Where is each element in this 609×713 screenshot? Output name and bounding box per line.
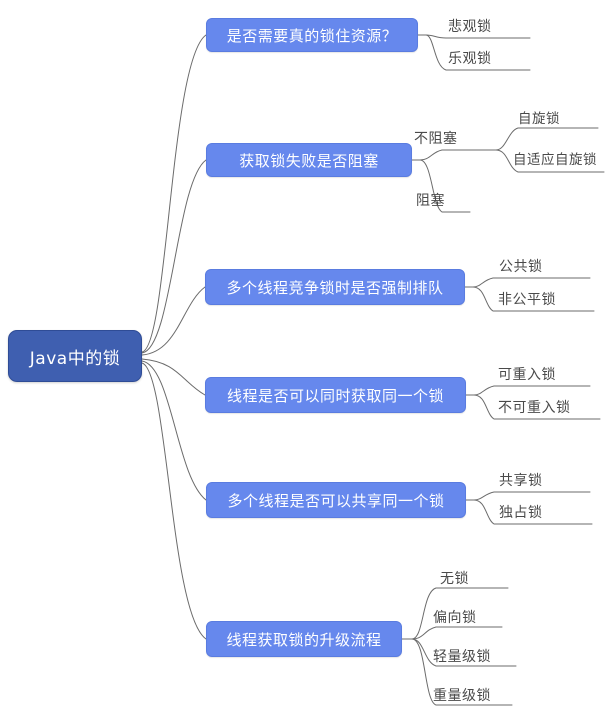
leaf-label: 偏向锁 — [433, 610, 477, 626]
branch-node-4-label: 线程是否可以同时获取同一个锁 — [227, 385, 444, 406]
root-node[interactable]: Java中的锁 — [8, 330, 142, 382]
branch-node-5[interactable]: 多个线程是否可以共享同一个锁 — [206, 482, 466, 518]
edge-branch-3-leaf-1 — [473, 278, 590, 287]
leaf-label: 乐观锁 — [448, 51, 492, 67]
leaf-label: 独占锁 — [499, 505, 543, 521]
edge-branch-6-leaf-2 — [412, 627, 502, 639]
leaf-pessimistic-lock[interactable]: 悲观锁 — [448, 19, 492, 35]
leaf-label: 自适应自旋锁 — [513, 152, 597, 168]
leaf-label: 自旋锁 — [518, 111, 560, 127]
leaf-shared-lock[interactable]: 共享锁 — [499, 473, 543, 489]
leaf-label: 重量级锁 — [433, 688, 491, 704]
leaf-spin-lock[interactable]: 自旋锁 — [518, 111, 560, 127]
branch-node-5-label: 多个线程是否可以共享同一个锁 — [227, 490, 444, 511]
branch-node-3-label: 多个线程竞争锁时是否强制排队 — [226, 277, 443, 298]
leaf-public-lock[interactable]: 公共锁 — [499, 259, 543, 275]
edge-root-branch-2 — [142, 160, 206, 353]
branch-node-2-label: 获取锁失败是否阻塞 — [239, 150, 379, 171]
leaf-label: 共享锁 — [499, 473, 543, 489]
branch-node-6[interactable]: 线程获取锁的升级流程 — [206, 621, 402, 657]
leaf-non-reentrant-lock[interactable]: 不可重入锁 — [498, 400, 571, 416]
leaf-label: 阻塞 — [416, 193, 445, 209]
leaf-exclusive-lock[interactable]: 独占锁 — [499, 505, 543, 521]
edge-root-branch-6 — [142, 363, 206, 639]
leaf-lightweight-lock[interactable]: 轻量级锁 — [433, 649, 491, 665]
leaf-label: 非公平锁 — [498, 292, 556, 308]
root-node-label: Java中的锁 — [30, 344, 120, 369]
branch-node-2[interactable]: 获取锁失败是否阻塞 — [206, 143, 412, 177]
leaf-reentrant-lock[interactable]: 可重入锁 — [498, 367, 556, 383]
leaf-non-blocking[interactable]: 不阻塞 — [414, 131, 458, 147]
leaf-unfair-lock[interactable]: 非公平锁 — [498, 292, 556, 308]
leaf-biased-lock[interactable]: 偏向锁 — [433, 610, 477, 626]
branch-node-3[interactable]: 多个线程竞争锁时是否强制排队 — [205, 269, 465, 305]
leaf-adaptive-spin-lock[interactable]: 自适应自旋锁 — [513, 152, 597, 168]
leaf-label: 无锁 — [440, 571, 469, 587]
edge-branch-4-leaf-1 — [474, 386, 590, 395]
edge-root-branch-3 — [142, 287, 205, 355]
edge-root-branch-4 — [142, 359, 205, 395]
leaf-label: 不可重入锁 — [498, 400, 571, 416]
edge-root-branch-5 — [142, 361, 206, 500]
edge-root-branch-1 — [142, 35, 206, 352]
branch-node-1-label: 是否需要真的锁住资源？ — [227, 25, 398, 46]
leaf-label: 可重入锁 — [498, 367, 556, 383]
branch-node-1[interactable]: 是否需要真的锁住资源？ — [206, 18, 418, 52]
edge-l4-leaf-1 — [496, 128, 598, 150]
leaf-heavyweight-lock[interactable]: 重量级锁 — [433, 688, 491, 704]
leaf-blocking[interactable]: 阻塞 — [416, 193, 445, 209]
leaf-label: 公共锁 — [499, 259, 543, 275]
leaf-no-lock[interactable]: 无锁 — [440, 571, 469, 587]
edge-branch-1-leaf-1 — [426, 35, 530, 38]
leaf-label: 轻量级锁 — [433, 649, 491, 665]
branch-node-4[interactable]: 线程是否可以同时获取同一个锁 — [205, 377, 466, 413]
leaf-label: 不阻塞 — [414, 131, 458, 147]
branch-node-6-label: 线程获取锁的升级流程 — [226, 629, 381, 650]
edge-branch-5-leaf-1 — [474, 492, 590, 500]
leaf-optimistic-lock[interactable]: 乐观锁 — [448, 51, 492, 67]
edge-branch-2-leaf-1 — [420, 150, 490, 160]
leaf-label: 悲观锁 — [448, 19, 492, 35]
